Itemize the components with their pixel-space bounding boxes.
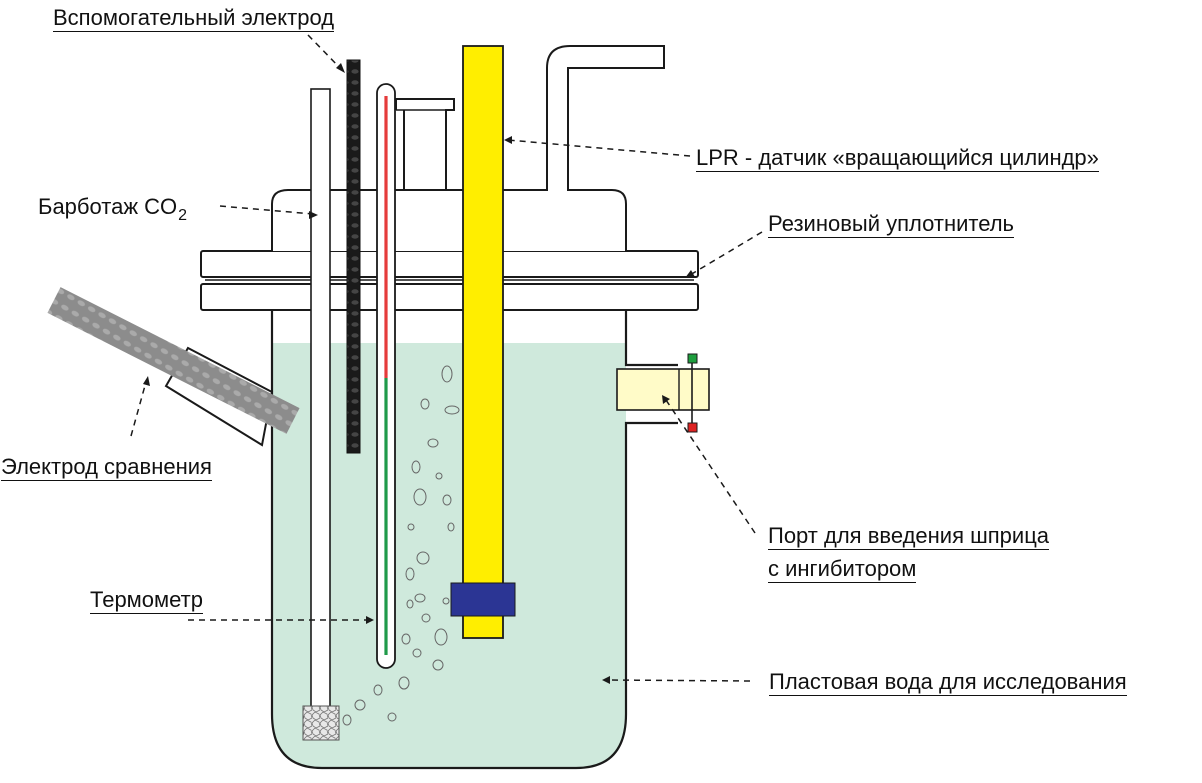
lid-flange-lower: [200, 283, 699, 311]
vessel-body-upper-right: [624, 310, 678, 367]
lid-small-neck: [395, 98, 455, 190]
co2-bubbles: [342, 365, 460, 726]
label-thermometer: Термометр: [90, 587, 203, 614]
leader-lpr: [507, 139, 691, 157]
label-syringe-port-line2: с ингибитором: [768, 556, 917, 583]
co2-sparger-frit: [302, 705, 340, 741]
leader-rubber-seal: [689, 231, 763, 276]
label-lpr-sensor: LPR - датчик «вращающийся цилиндр»: [696, 145, 1099, 172]
leader-reference: [130, 381, 147, 437]
leader-lines: [130, 34, 763, 682]
lpr-cylinder: [462, 45, 504, 639]
leader-counter-electrode: [307, 34, 343, 71]
leader-water: [607, 679, 751, 682]
leader-co2: [219, 205, 314, 215]
lpr-rotating-electrode: [450, 582, 516, 617]
co2-sparging-tube: [310, 88, 331, 708]
reference-electrode-rod: [47, 287, 300, 434]
vessel-lid: [271, 45, 665, 251]
syringe-valve-top: [687, 353, 698, 364]
label-counter-electrode: Вспомогательный электрод: [53, 5, 335, 32]
counter-electrode-rod: [346, 59, 361, 454]
label-rubber-seal: Резиновый уплотнитель: [768, 211, 1015, 238]
vessel-body: [270, 310, 678, 770]
leader-syringe: [665, 399, 756, 534]
lid-flange-upper: [200, 250, 699, 278]
syringe-valve-bottom: [687, 422, 698, 433]
label-syringe-port-line1: Порт для введения шприца: [768, 523, 1050, 550]
label-formation-water: Пластовая вода для исследования: [769, 669, 1127, 696]
label-reference-electrode: Электрод сравнения: [1, 454, 212, 481]
leader-arrowheads: [143, 63, 695, 684]
label-co2-sparging: Барботаж CO2: [38, 194, 188, 224]
